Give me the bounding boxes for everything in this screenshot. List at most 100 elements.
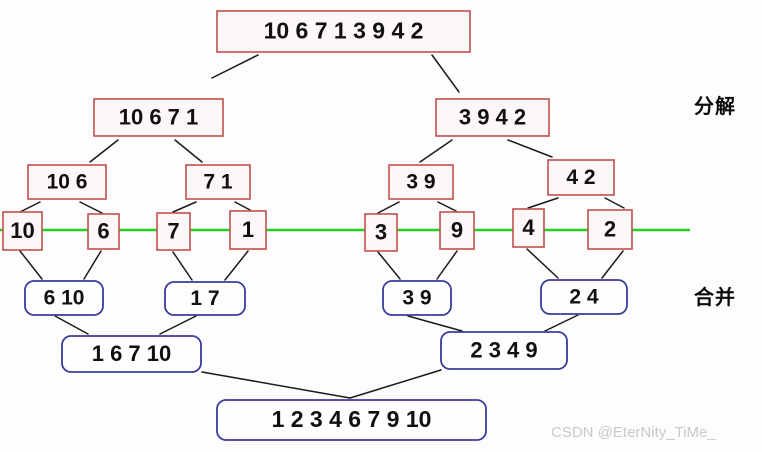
node-s14: 2 — [587, 209, 633, 250]
node-m5: 1 6 7 10 — [61, 335, 202, 373]
node-box-s0 — [216, 10, 471, 53]
node-label-s0: 10 6 7 1 3 9 4 2 — [264, 18, 424, 44]
node-box-s14 — [587, 209, 633, 250]
connector-10-6-to-6 — [79, 201, 103, 214]
connector-4-to-2-4 — [526, 248, 559, 279]
connector-right-half-to-3-9 — [419, 139, 453, 163]
connector-6-to-6-10 — [83, 250, 102, 280]
connector-3-9-to-9 — [437, 201, 457, 212]
node-box-s13 — [512, 208, 545, 248]
node-box-m4 — [540, 279, 628, 315]
node-s13: 4 — [512, 208, 545, 248]
watermark-text: CSDN @EterNity_TiMe_ — [551, 424, 716, 441]
node-s4: 7 1 — [185, 164, 251, 200]
node-s3: 10 6 — [27, 164, 107, 200]
node-box-s1 — [93, 98, 224, 137]
node-s8: 6 — [87, 213, 120, 250]
node-s1: 10 6 7 1 — [93, 98, 224, 137]
connector-9-to-3-9 — [436, 250, 458, 280]
node-m7: 1 2 3 4 6 7 9 10 — [216, 399, 487, 441]
connector-root-to-right-half — [431, 54, 460, 93]
connector-root-to-left-half — [211, 54, 259, 79]
phase-label-merge: 合并 — [694, 287, 736, 309]
node-label-m7: 1 2 3 4 6 7 9 10 — [272, 406, 432, 432]
node-label-s5: 3 9 — [406, 171, 435, 194]
connector-3-9-to-2-3-4-9 — [407, 315, 463, 332]
node-label-s1: 10 6 7 1 — [119, 104, 199, 129]
node-m2: 1 7 — [164, 281, 246, 316]
node-label-s14: 2 — [604, 216, 616, 241]
node-label-s3: 10 6 — [47, 171, 88, 194]
node-s6: 4 2 — [547, 159, 615, 196]
node-m3: 3 9 — [382, 280, 452, 316]
connector-right-half-to-4-2 — [507, 139, 553, 158]
connector-3-to-3-9 — [377, 251, 401, 280]
node-box-m3 — [382, 280, 452, 316]
node-box-s12 — [439, 211, 475, 250]
connector-1-to-1-7 — [224, 250, 249, 281]
node-box-s6 — [547, 159, 615, 196]
node-label-s4: 7 1 — [203, 171, 233, 194]
connector-left-half-to-10-6 — [89, 139, 119, 163]
connector-1-7-to-1-6-7-10 — [159, 315, 197, 335]
node-label-s10: 1 — [242, 217, 254, 242]
node-m1: 6 10 — [24, 280, 104, 316]
node-box-m1 — [24, 280, 104, 316]
connector-7-1-to-7 — [172, 201, 197, 213]
connector-layer — [19, 54, 625, 399]
node-label-s9: 7 — [167, 218, 179, 243]
connector-10-6-to-10 — [19, 201, 41, 213]
connector-6-10-to-1-6-7-10 — [54, 315, 89, 335]
node-label-m1: 6 10 — [44, 287, 85, 310]
node-box-s11 — [364, 213, 398, 252]
connector-2-3-4-9-to-result — [349, 369, 442, 399]
node-label-m4: 2 4 — [569, 286, 599, 309]
node-label-s13: 4 — [522, 215, 535, 240]
node-label-m5: 1 6 7 10 — [92, 341, 172, 366]
node-box-m7 — [216, 399, 487, 441]
node-s9: 7 — [156, 212, 191, 251]
node-label-s7: 10 — [10, 218, 34, 243]
connector-10-to-6-10 — [19, 250, 43, 280]
merge-node-layer: 6 10 1 7 3 9 2 4 1 6 7 10 2 3 4 9 1 2 3 4 6 7 … — [24, 279, 628, 441]
connector-2-to-2-4 — [601, 250, 624, 279]
connector-2-4-to-2-3-4-9 — [544, 314, 579, 332]
node-box-s9 — [156, 212, 191, 251]
connector-4-2-to-4 — [527, 197, 559, 209]
node-s5: 3 9 — [388, 164, 454, 200]
connector-3-9-to-3 — [377, 201, 400, 214]
node-label-s2: 3 9 4 2 — [459, 104, 526, 129]
node-box-s10 — [229, 210, 267, 250]
node-s11: 3 — [364, 213, 398, 252]
node-s10: 1 — [229, 210, 267, 250]
node-box-s7 — [2, 211, 43, 251]
node-label-m3: 3 9 — [402, 287, 431, 310]
node-label-s11: 3 — [375, 219, 387, 244]
node-box-s2 — [435, 98, 550, 137]
node-box-s4 — [185, 164, 251, 200]
node-label-s8: 6 — [97, 218, 109, 243]
node-label-s6: 4 2 — [566, 166, 595, 189]
node-s12: 9 — [439, 211, 475, 250]
node-m6: 2 3 4 9 — [440, 331, 568, 370]
split-node-layer: 10 6 7 1 3 9 4 2 10 6 7 1 3 9 4 2 10 6 7 1 3 … — [2, 10, 633, 252]
connector-4-2-to-2 — [604, 197, 625, 209]
node-label-m2: 1 7 — [190, 287, 219, 310]
node-box-m5 — [61, 335, 202, 373]
node-box-s3 — [27, 164, 107, 200]
node-box-m6 — [440, 331, 568, 370]
node-box-s5 — [388, 164, 454, 200]
node-s0: 10 6 7 1 3 9 4 2 — [216, 10, 471, 53]
node-m4: 2 4 — [540, 279, 628, 315]
connector-7-to-1-7 — [172, 251, 193, 281]
connector-7-1-to-1 — [234, 201, 251, 211]
node-box-m2 — [164, 281, 246, 316]
node-label-s12: 9 — [451, 217, 463, 242]
node-s7: 10 — [2, 211, 43, 251]
phase-label-split: 分解 — [694, 96, 736, 118]
node-s2: 3 9 4 2 — [435, 98, 550, 137]
connector-1-6-7-10-to-result — [201, 371, 351, 399]
node-box-s8 — [87, 213, 120, 250]
